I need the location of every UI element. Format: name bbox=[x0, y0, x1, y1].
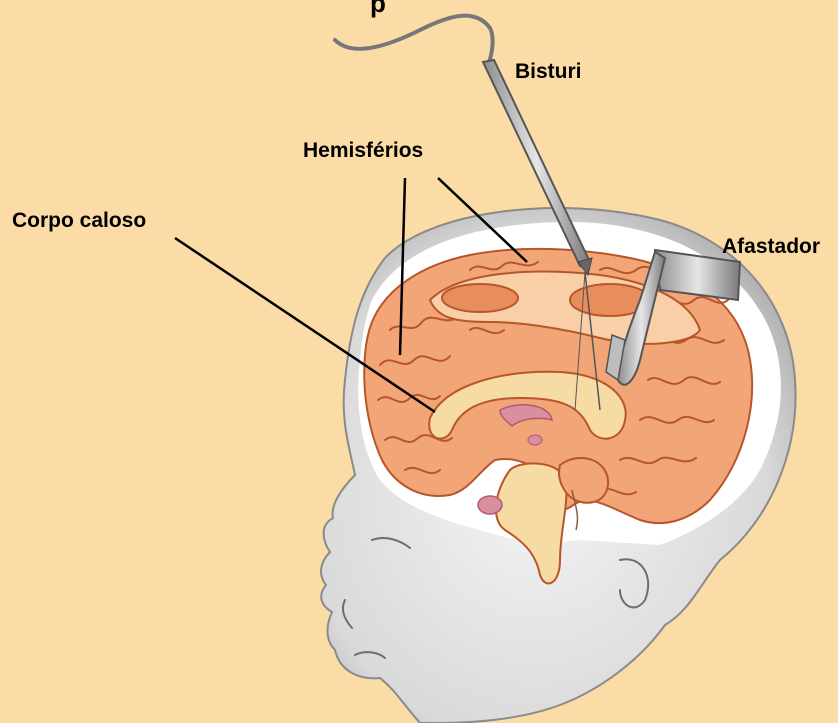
title-fragment: p bbox=[370, 0, 386, 19]
label-bisturi: Bisturi bbox=[515, 61, 582, 82]
label-hemisferios: Hemisférios bbox=[303, 140, 423, 161]
label-corpo-caloso: Corpo caloso bbox=[12, 210, 146, 231]
pituitary bbox=[478, 496, 502, 514]
label-afastador: Afastador bbox=[722, 236, 820, 257]
thalamus-dot bbox=[528, 435, 542, 445]
opening-left bbox=[442, 284, 518, 312]
